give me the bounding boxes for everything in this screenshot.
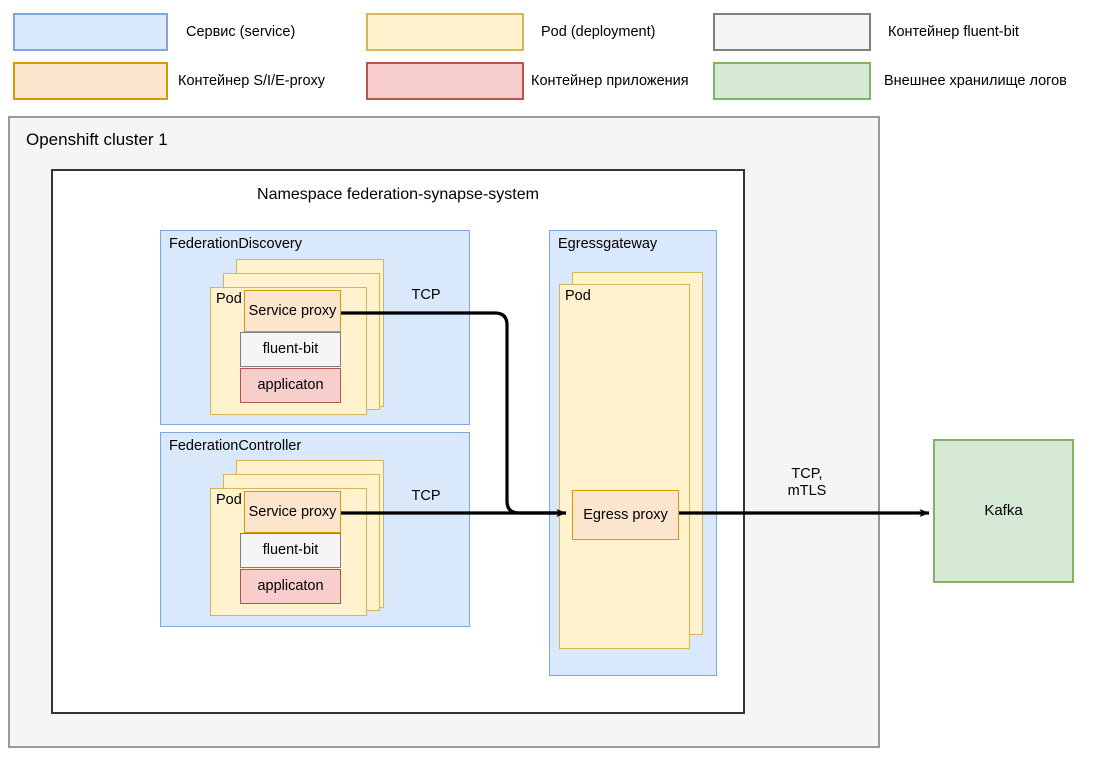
service-egress-gateway-title: Egressgateway (558, 236, 658, 252)
legend-label-fluentbit: Контейнер fluent-bit (888, 23, 1019, 40)
container-fluent-bit-fc[interactable]: fluent-bit (240, 533, 341, 568)
legend-swatch-sie-proxy (13, 62, 168, 100)
external-store-kafka[interactable]: Kafka (933, 439, 1074, 583)
edge-label-egress-to-kafka: TCP, mTLS (787, 466, 827, 500)
legend-swatch-fluentbit (713, 13, 871, 51)
service-federation-controller-title: FederationController (169, 438, 302, 454)
legend: Сервис (service) Pod (deployment) Контей… (0, 0, 1101, 110)
pod-label-fd: Pod (216, 291, 242, 307)
container-application-fd[interactable]: applicaton (240, 368, 341, 403)
pod-label-fc: Pod (216, 492, 242, 508)
legend-swatch-application (366, 62, 524, 100)
pod-eg[interactable]: Pod (559, 284, 690, 649)
legend-swatch-external-log-storage (713, 62, 871, 100)
edge-label-controller-to-egress: TCP (411, 488, 441, 504)
legend-swatch-service (13, 13, 168, 51)
legend-label-pod: Pod (deployment) (541, 23, 656, 40)
legend-label-sie-proxy: Контейнер S/I/E-proxy (178, 72, 326, 89)
pod-label-eg: Pod (565, 288, 591, 304)
container-fluent-bit-fd[interactable]: fluent-bit (240, 332, 341, 367)
legend-label-application: Контейнер приложения (531, 72, 689, 89)
edge-label-discovery-to-egress: TCP (411, 287, 441, 303)
legend-label-service: Сервис (service) (186, 23, 296, 40)
legend-swatch-pod (366, 13, 524, 51)
legend-label-external-log-storage: Внешнее хранилище логов (884, 72, 1067, 89)
namespace-title: Namespace federation-synapse-system (257, 186, 539, 203)
container-service-proxy-fd[interactable]: Service proxy (244, 290, 341, 332)
container-application-fc[interactable]: applicaton (240, 569, 341, 604)
container-egress-proxy[interactable]: Egress proxy (572, 490, 679, 540)
service-federation-discovery-title: FederationDiscovery (169, 236, 302, 252)
cluster-title: Openshift cluster 1 (26, 130, 168, 149)
container-service-proxy-fc[interactable]: Service proxy (244, 491, 341, 533)
